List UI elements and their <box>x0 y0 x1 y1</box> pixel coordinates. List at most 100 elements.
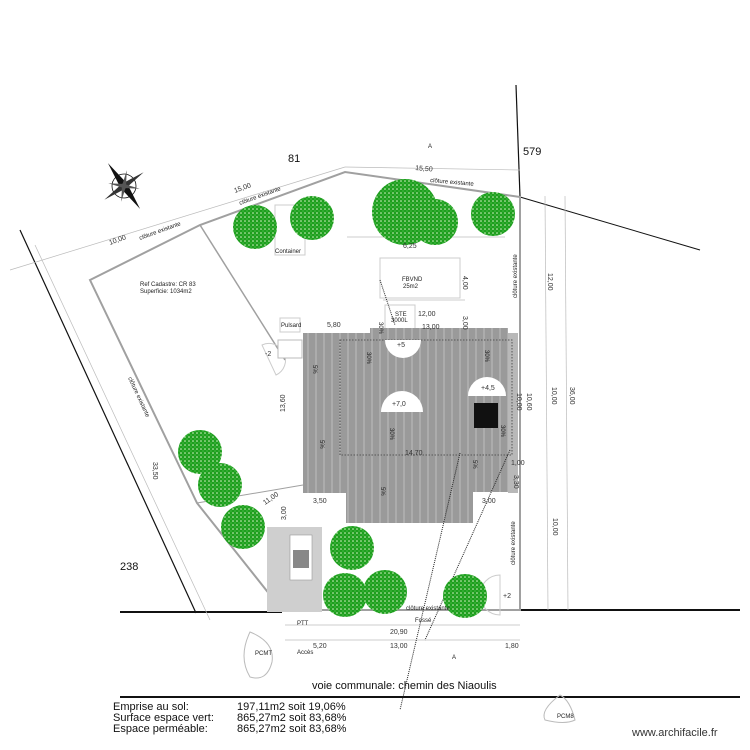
tree <box>221 505 265 549</box>
fence-label: clôture existante <box>511 521 517 565</box>
skylight <box>381 391 423 412</box>
slope-label: 5% <box>311 365 317 374</box>
level-label: +4,5 <box>481 385 495 392</box>
level-label: +2 <box>503 593 511 600</box>
tree <box>323 573 367 617</box>
stat-row: Surface espace vert: 865,27m2 soit 83,68% <box>113 713 346 724</box>
tree <box>443 574 487 618</box>
fence-label: clôture existante <box>513 254 519 298</box>
cadastre-area: Superficie: 1034m2 <box>140 289 192 295</box>
tree <box>198 463 242 507</box>
stat-value: 865,27m2 soit 83,68% <box>237 712 347 724</box>
parcel-579: 579 <box>523 146 541 158</box>
fbvnd-area: 25m2 <box>403 284 419 290</box>
pulsard-label: Pulsard <box>281 323 301 329</box>
acces-label: Accès <box>297 650 313 656</box>
dimension-label: 33,50 <box>151 462 158 480</box>
fbvnd-field <box>379 257 461 299</box>
fbvnd-label: FBVND <box>402 277 423 283</box>
slope-label: 30% <box>483 350 489 363</box>
dimension-label: 5,80 <box>327 322 341 329</box>
parcel-81: 81 <box>288 153 300 165</box>
dimension-label: 4,00 <box>461 276 468 290</box>
chimney <box>474 403 498 428</box>
dimension-label: 15,50 <box>415 165 433 174</box>
dimension-label: 14,70 <box>405 450 423 457</box>
ste-label: STE <box>395 312 407 318</box>
fence-label: clôture existante <box>406 606 450 612</box>
fence-label: clôture existante <box>139 221 183 242</box>
level-label: +5 <box>397 342 405 349</box>
dimension-label: 13,00 <box>422 324 440 331</box>
ptt-label: PTT <box>297 621 309 627</box>
dimension-label: 1,80 <box>505 643 519 650</box>
road-name: voie communale: chemin des Niaoulis <box>312 680 497 692</box>
dimension-label: 3,50 <box>313 498 327 505</box>
pcmt-shape <box>243 631 273 679</box>
dimension-label: 10,00 <box>515 393 522 411</box>
pipe-lines <box>379 279 511 711</box>
stat-label: Emprise au sol: <box>113 701 189 713</box>
tree <box>290 196 334 240</box>
level-label: -2 <box>265 351 271 358</box>
dimension-label: 3,00 <box>482 498 496 505</box>
slope-labels: 30% 30% 30% 30% 30% 5% 5% 5% 5% <box>311 322 505 496</box>
stat-label: Espace perméable: <box>113 723 208 735</box>
slope-label: 30% <box>377 322 383 335</box>
surface-stats: Emprise au sol: 197,11m2 soit 19,06% Surf… <box>113 702 346 735</box>
dimension-label: 10,00 <box>108 234 127 247</box>
dimension-label: 6,25 <box>403 243 417 250</box>
slope-label: 5% <box>318 440 324 449</box>
trees <box>178 179 515 618</box>
compass-rose-icon <box>104 163 144 209</box>
tree <box>178 430 222 474</box>
dimension-label: 15,00 <box>233 182 252 195</box>
container-label: Container <box>275 249 301 255</box>
dimension-label: 12,00 <box>418 311 436 318</box>
tree <box>330 526 374 570</box>
slope-label: 5% <box>471 460 477 469</box>
stat-value: 865,27m2 soit 83,68% <box>237 723 347 735</box>
dimension-label: 3,00 <box>461 316 468 330</box>
dimension-label: 1,00 <box>511 460 525 467</box>
tree <box>233 205 277 249</box>
tree <box>471 192 515 236</box>
dimension-label: 3,30 <box>512 475 519 489</box>
stat-value: 197,11m2 soit 19,06% <box>237 701 346 713</box>
level-label: +7,0 <box>392 401 406 408</box>
section-mark-top: A <box>428 144 432 150</box>
dimension-label: 11,00 <box>262 491 280 507</box>
parcel-238: 238 <box>120 561 138 573</box>
fence-label: clôture existante <box>430 178 475 188</box>
pulsard <box>279 317 301 333</box>
slope-label: 30% <box>388 428 394 441</box>
slope-label: 30% <box>499 425 505 438</box>
dimension-label: 10,00 <box>551 518 558 536</box>
dimension-label: 12,00 <box>546 273 553 291</box>
pcmt-label: PCMT <box>255 651 272 657</box>
dimension-labels: 10,00 15,00 15,50 6,25 4,00 12,00 3,00 5,80 13,0… <box>108 165 575 650</box>
level-labels: +5 +7,0 +4,5 -2 +2 <box>265 342 511 600</box>
stat-row: Espace perméable: 865,27m2 soit 83,68% <box>113 724 346 735</box>
dimension-label: 3,00 <box>281 506 288 520</box>
dimension-label: 5,20 <box>313 643 327 650</box>
watermark: www.archifacile.fr <box>632 727 718 739</box>
slope-label: 5% <box>379 487 385 496</box>
tree <box>363 570 407 614</box>
cadastre-ref: Ref Cadastre: CR 83 <box>140 282 196 288</box>
dimension-label: 20,90 <box>390 629 408 636</box>
pcm8-shape <box>543 694 576 723</box>
fosse-label: Fossé <box>415 618 432 624</box>
skylight <box>468 377 506 396</box>
skylight <box>385 340 421 358</box>
stat-label: Surface espace vert: <box>113 712 214 724</box>
property-boundary <box>88 170 521 611</box>
pcm8-label: PCM8 <box>557 714 574 720</box>
dimension-label: 13,60 <box>280 394 287 412</box>
ste-volume: 3000L <box>391 318 408 324</box>
stat-row: Emprise au sol: 197,11m2 soit 19,06% <box>113 702 346 713</box>
neighbour-lines <box>19 84 740 698</box>
tree <box>412 199 458 245</box>
slope-label: 30% <box>365 352 371 365</box>
